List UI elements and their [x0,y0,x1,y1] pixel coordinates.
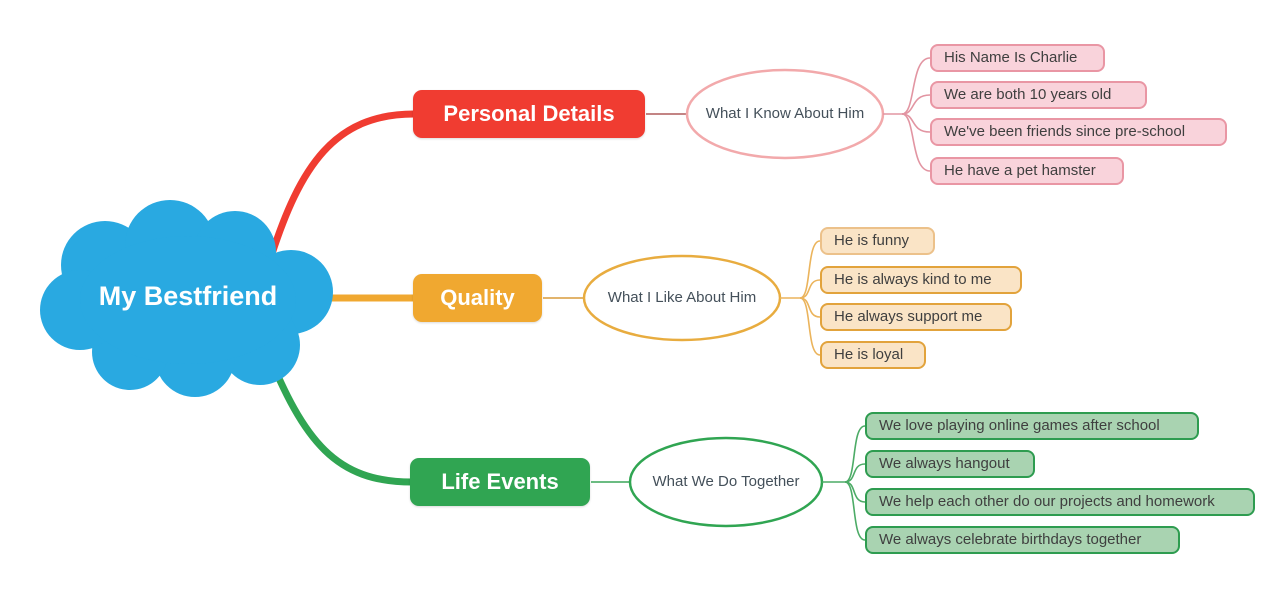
leaf-connectors-personal-details [883,57,931,172]
root-node-label[interactable]: My Bestfriend [98,281,278,311]
leaf-node[interactable]: He is loyal [820,341,926,369]
branch-node-life-events[interactable]: Life Events [410,458,590,506]
leaf-node[interactable]: He always support me [820,303,1012,331]
leaf-node[interactable]: We love playing online games after schoo… [865,412,1199,440]
topic-label-life-events[interactable]: What We Do Together [652,473,800,490]
branch-node-quality[interactable]: Quality [413,274,542,322]
leaf-node[interactable]: We always celebrate birthdays together [865,526,1180,554]
branch-node-personal-details[interactable]: Personal Details [413,90,645,138]
leaf-node[interactable]: His Name Is Charlie [930,44,1105,72]
leaf-connectors-quality [780,240,821,356]
leaf-node[interactable]: He is always kind to me [820,266,1022,294]
leaf-node[interactable]: He is funny [820,227,935,255]
leaf-node[interactable]: We always hangout [865,450,1035,478]
leaf-node[interactable]: He have a pet hamster [930,157,1124,185]
leaf-node[interactable]: We help each other do our projects and h… [865,488,1255,516]
topic-label-personal-details[interactable]: What I Know About Him [705,105,865,122]
root-node-cloud[interactable] [40,200,333,397]
leaf-connectors-life-events [822,425,866,541]
branch-connector-personal-details [266,110,418,264]
topic-label-quality[interactable]: What I Like About Him [607,289,757,306]
leaf-node[interactable]: We've been friends since pre-school [930,118,1227,146]
branch-connector-life-events [262,344,416,486]
leaf-node[interactable]: We are both 10 years old [930,81,1147,109]
